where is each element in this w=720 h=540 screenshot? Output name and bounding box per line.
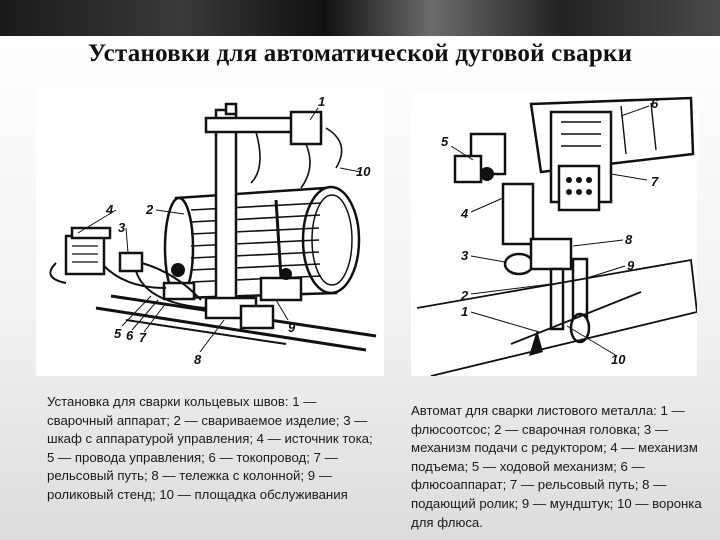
label-5: 5 (114, 326, 122, 341)
label-8: 8 (194, 352, 202, 367)
label-9: 9 (627, 258, 635, 273)
decorative-header-band (0, 0, 720, 36)
sheet-welding-automaton-illustration: 6 5 7 4 8 3 9 2 1 10 (411, 94, 697, 376)
label-2: 2 (145, 202, 154, 217)
label-9: 9 (288, 320, 296, 335)
slide-title: Установки для автоматической дуговой сва… (87, 40, 633, 67)
right-figure-caption: Автомат для сварки листового металла: 1 … (411, 403, 702, 530)
ring-seam-welding-illustration: 4 3 2 1 10 5 6 7 8 9 (36, 88, 384, 376)
label-6: 6 (651, 96, 659, 111)
label-2: 2 (460, 288, 469, 303)
label-4: 4 (460, 206, 469, 221)
label-1: 1 (318, 94, 325, 109)
label-6: 6 (126, 328, 134, 343)
label-10: 10 (356, 164, 371, 179)
label-10: 10 (611, 352, 626, 367)
left-figure-caption: Установка для сварки кольцевых швов: 1 —… (47, 394, 373, 502)
label-7: 7 (139, 330, 147, 345)
label-8: 8 (625, 232, 633, 247)
label-7: 7 (651, 174, 659, 189)
label-3: 3 (118, 220, 126, 235)
label-1: 1 (461, 304, 468, 319)
label-4: 4 (105, 202, 114, 217)
label-3: 3 (461, 248, 469, 263)
label-5: 5 (441, 134, 449, 149)
